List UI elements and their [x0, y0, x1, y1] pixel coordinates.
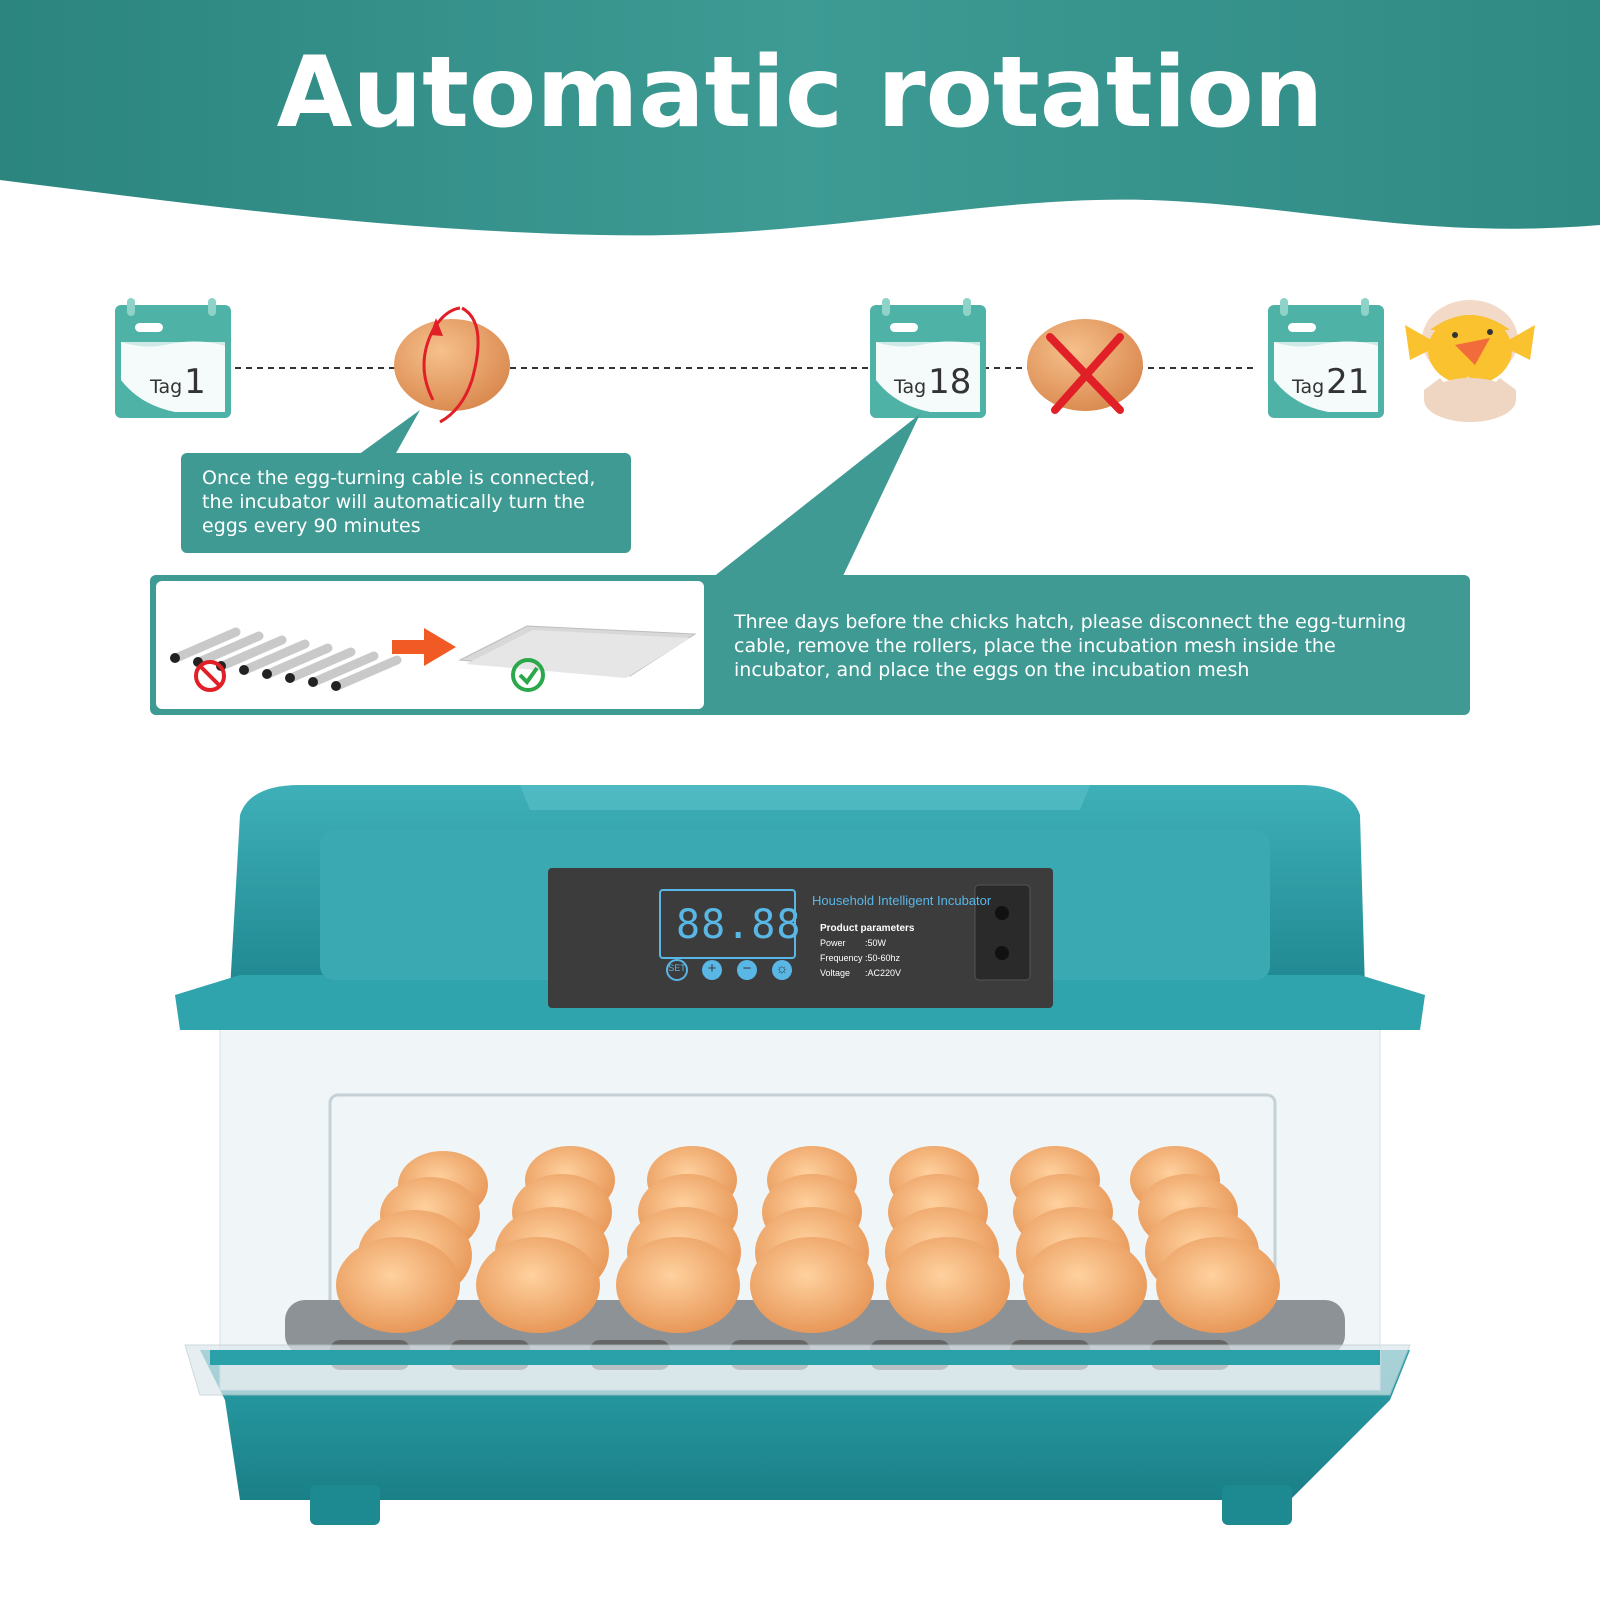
calendar-icon [870, 298, 986, 418]
rotation-callout-text: Once the egg-turning cable is connected,… [202, 467, 596, 537]
light-button-label: ☼ [775, 960, 789, 976]
milestone-day-18: Tag18 [894, 362, 972, 402]
timeline-graphic [115, 298, 1535, 715]
arrow-right-icon [392, 628, 456, 666]
param-voltage-value: :AC220V [865, 968, 902, 978]
hatching-chick-icon [1405, 300, 1535, 422]
lcd-display-value: 88.88 [676, 902, 802, 948]
lcd-display [659, 889, 796, 959]
calendar-icon [1268, 298, 1384, 418]
param-voltage-label: Voltage [820, 968, 851, 978]
param-power-value: :50W [865, 938, 887, 948]
light-button [772, 960, 792, 980]
calendar-icon [115, 298, 231, 418]
minus-button [737, 960, 757, 980]
power-socket [974, 884, 1031, 981]
hatch-callout-text: Three days before the chicks hatch, plea… [734, 611, 1407, 681]
rotation-callout-box [181, 453, 631, 553]
params-heading: Product parameters [820, 923, 915, 934]
incubator-illustration [175, 785, 1425, 1525]
param-power-label: Power [820, 938, 846, 948]
plus-button [702, 960, 722, 980]
rotating-egg-icon [394, 306, 510, 424]
prohibited-icon [194, 660, 226, 692]
minus-button-label: − [742, 960, 752, 977]
plus-button-label: + [707, 960, 717, 977]
panel-title: Household Intelligent Incubator [812, 893, 992, 908]
milestone-day-21: Tag21 [1292, 362, 1370, 402]
param-frequency-value: :50-60hz [865, 953, 901, 963]
control-panel [548, 868, 1053, 1008]
no-rotation-egg-icon [1027, 319, 1143, 414]
set-button-label: SET [668, 963, 686, 973]
set-button [666, 959, 688, 981]
check-icon [511, 658, 545, 692]
milestone-day-1: Tag1 [150, 362, 206, 402]
incubator-eggs [336, 1146, 1280, 1333]
param-frequency-label: Frequency [820, 953, 863, 963]
page-title: Automatic rotation [276, 36, 1324, 150]
header-banner [0, 0, 1600, 236]
rollers-illustration [170, 627, 402, 691]
